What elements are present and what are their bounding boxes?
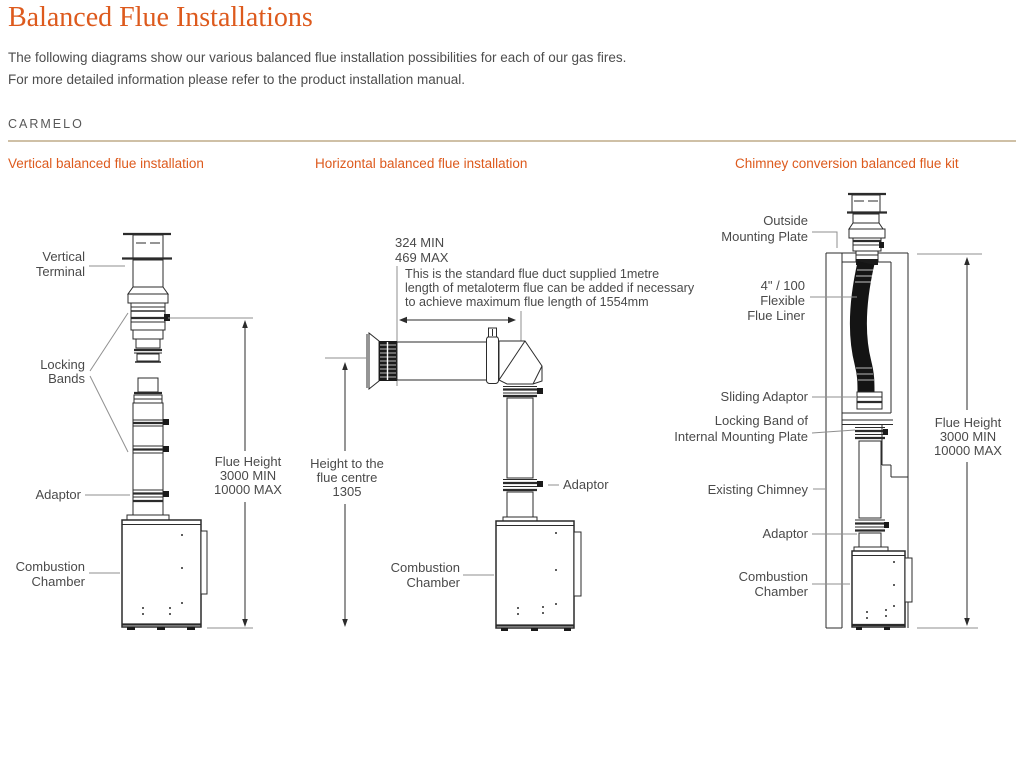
vertical-combustion-chamber-drawing [121, 519, 208, 630]
chimney-internal-fittings-drawing [853, 391, 889, 552]
horizontal-combustion-chamber-drawing [495, 520, 582, 631]
diagram-canvas: Vertical Terminal Locking Bands Adaptor … [16, 192, 1002, 631]
label-adaptor: Adaptor [35, 487, 81, 502]
dim-chimney-flue-height-line2: 3000 MIN [940, 429, 996, 444]
page-title: Balanced Flue Installations [8, 2, 313, 33]
horizontal-labels: Adaptor Combustion Chamber [391, 477, 610, 590]
section-divider [8, 140, 1016, 142]
chimney-flue-height-dimension: Flue Height 3000 MIN 10000 MAX [917, 253, 1002, 629]
vertical-flue-pipe-drawing [126, 377, 170, 521]
product-name: CARMELO [8, 117, 84, 131]
chimney-terminal-drawing [847, 192, 887, 265]
label-horizontal-combustion-line1: Combustion [391, 560, 460, 575]
label-vertical-terminal-line1: Vertical [42, 249, 85, 264]
diagram-horizontal: 324 MIN 469 MAX This is the standard flu… [310, 235, 695, 631]
label-chimney-adaptor: Adaptor [762, 526, 808, 541]
chimney-labels: Outside Mounting Plate 4" / 100 Flexible… [674, 213, 857, 599]
dim-324-min: 324 MIN [395, 235, 444, 250]
dim-flue-height-line3: 10000 MAX [214, 482, 282, 497]
label-flexible-liner-line1: 4" / 100 [761, 278, 805, 293]
heading-vertical-installation: Vertical balanced flue installation [8, 156, 204, 171]
label-sliding-adaptor: Sliding Adaptor [721, 389, 809, 404]
dim-chimney-flue-height-line3: 10000 MAX [934, 443, 1002, 458]
label-combustion-chamber-line2: Chamber [32, 574, 86, 589]
dim-chimney-flue-height-line1: Flue Height [935, 415, 1002, 430]
intro-line-1: The following diagrams show our various … [8, 50, 627, 65]
label-locking-band-line1: Locking Band of [715, 413, 809, 428]
label-locking-bands-line2: Bands [48, 371, 85, 386]
horizontal-dimension-notes: 324 MIN 469 MAX This is the standard flu… [395, 235, 695, 386]
heading-horizontal-installation: Horizontal balanced flue installation [315, 156, 528, 171]
label-outside-plate-line1: Outside [763, 213, 808, 228]
diagram-chimney: Outside Mounting Plate 4" / 100 Flexible… [674, 192, 1002, 630]
label-locking-band-line2: Internal Mounting Plate [674, 429, 808, 444]
label-locking-bands-line1: Locking [40, 357, 85, 372]
label-outside-plate-line2: Mounting Plate [721, 229, 808, 244]
label-chimney-combustion-line1: Combustion [739, 569, 808, 584]
dim-height-centre-line3: 1305 [333, 484, 362, 499]
chimney-walls-drawing [825, 252, 909, 629]
label-existing-chimney: Existing Chimney [708, 482, 809, 497]
intro-text: The following diagrams show our various … [8, 47, 626, 91]
heading-chimney-kit: Chimney conversion balanced flue kit [735, 156, 959, 171]
dim-flue-height-line1: Flue Height [215, 454, 282, 469]
diagram-vertical: Vertical Terminal Locking Bands Adaptor … [16, 232, 282, 630]
dim-flue-height-line2: 3000 MIN [220, 468, 276, 483]
chimney-combustion-chamber-drawing [851, 550, 913, 630]
label-vertical-terminal-line2: Terminal [36, 264, 85, 279]
vertical-flue-height-dimension: Flue Height 3000 MIN 10000 MAX [168, 317, 282, 629]
dim-height-centre-line2: flue centre [317, 470, 378, 485]
dim-469-max: 469 MAX [395, 250, 449, 265]
horizontal-terminal-drawing [366, 331, 403, 391]
label-flexible-liner-line3: Flue Liner [747, 308, 805, 323]
note-line1: This is the standard flue duct supplied … [405, 267, 659, 281]
label-horizontal-combustion-line2: Chamber [407, 575, 461, 590]
note-line3: to achieve maximum flue length of 1554mm [405, 295, 649, 309]
horizontal-height-dimension: Height to the flue centre 1305 [310, 357, 384, 627]
horizontal-flue-duct-drawing [396, 327, 543, 522]
vertical-labels: Vertical Terminal Locking Bands Adaptor … [16, 249, 130, 589]
label-combustion-chamber-line1: Combustion [16, 559, 85, 574]
flexible-flue-liner-drawing [849, 261, 875, 393]
label-flexible-liner-line2: Flexible [760, 293, 805, 308]
intro-line-2: For more detailed information please ref… [8, 72, 465, 87]
note-line2: length of metaloterm flue can be added i… [405, 281, 695, 295]
label-horizontal-adaptor: Adaptor [563, 477, 609, 492]
label-chimney-combustion-line2: Chamber [755, 584, 809, 599]
vertical-terminal-drawing [122, 232, 172, 363]
dim-height-centre-line1: Height to the [310, 456, 384, 471]
